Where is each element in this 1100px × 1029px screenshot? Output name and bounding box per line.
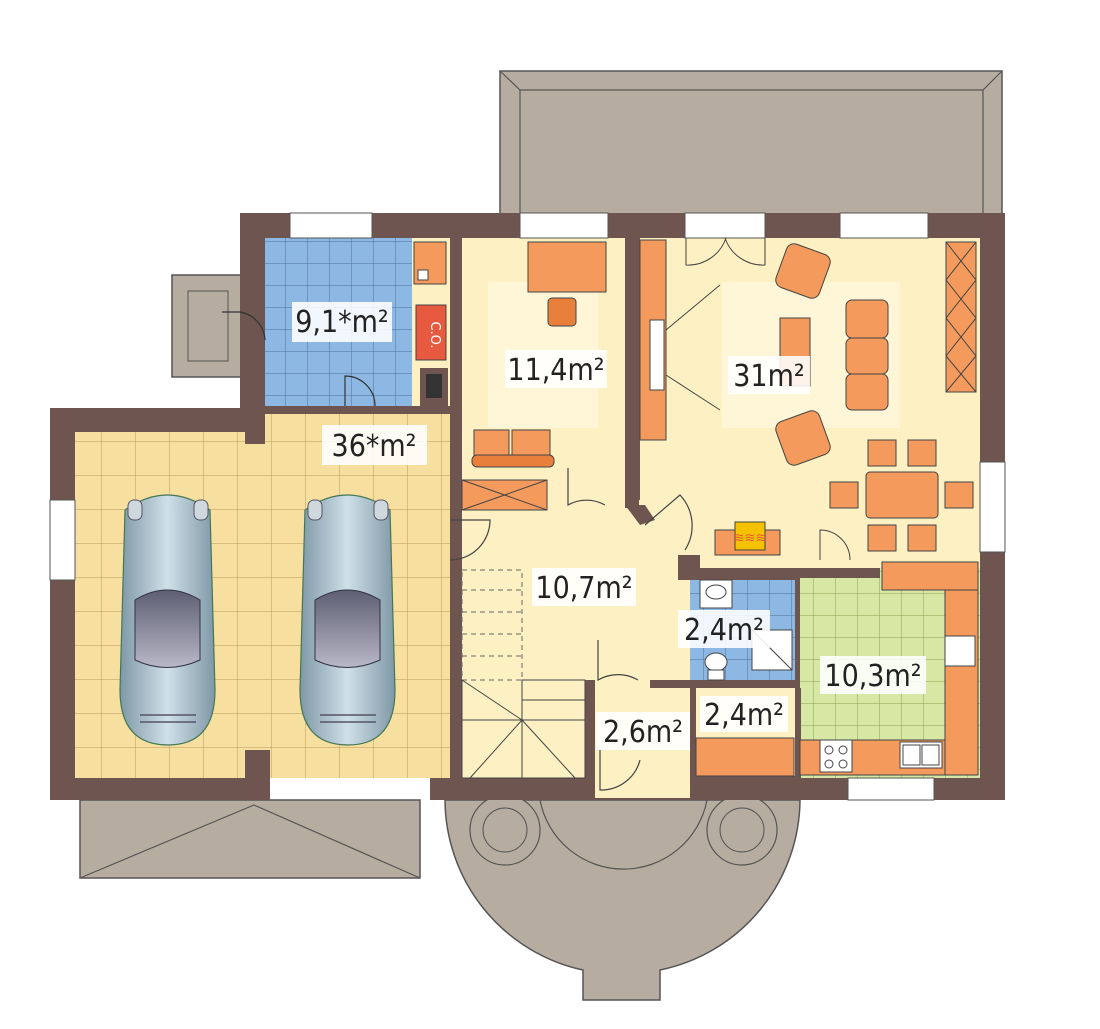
windows <box>49 212 1006 801</box>
living-furniture <box>639 237 977 466</box>
label-study: 11,4m² <box>507 353 604 388</box>
label-garage: 36*m² <box>332 429 417 464</box>
label-living-room: 31m² <box>733 359 804 394</box>
label-kitchen: 10,3m² <box>824 659 921 694</box>
interior-walls <box>240 230 880 778</box>
label-hall: 10,7m² <box>535 571 632 606</box>
front-porch <box>444 794 801 1001</box>
pantry-counter <box>695 737 795 777</box>
label-bathroom: 2,4m² <box>684 613 764 648</box>
boiler-fixtures: C.O. <box>222 241 448 407</box>
car-left-icon <box>119 494 216 746</box>
heater-symbol: ≋≋≋ <box>734 531 767 546</box>
car-right-icon <box>299 494 396 746</box>
kitchen-units: ≋≋≋ <box>714 521 979 776</box>
boiler-tag: C.O. <box>427 321 442 348</box>
room-labels: 9,1*m² 36*m² 11,4m² 31m² 10,7m² 2,4m² 10… <box>292 302 926 750</box>
stairs <box>461 569 586 779</box>
label-boiler-room: 9,1*m² <box>295 305 389 340</box>
dining-furniture <box>829 439 974 552</box>
label-pantry: 2,4m² <box>704 698 784 733</box>
garage-canopy <box>79 799 421 879</box>
doors <box>449 468 693 791</box>
entrance-steps <box>171 274 243 378</box>
back-terrace <box>499 70 1003 217</box>
label-vestibule: 2,6m² <box>603 715 683 750</box>
